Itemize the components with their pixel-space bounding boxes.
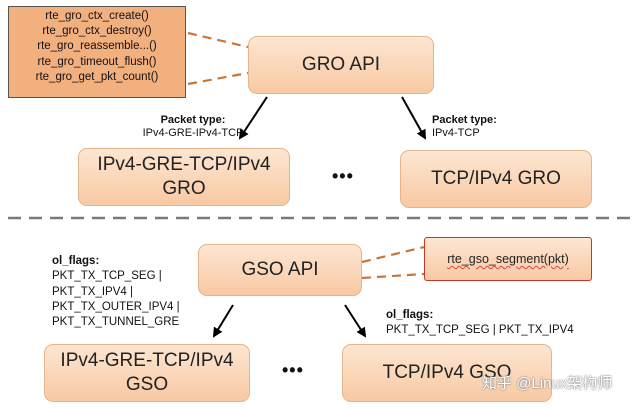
gro-function-item: rte_gro_ctx_destroy() <box>42 25 152 38</box>
flags-label: ol_flags: <box>386 309 434 321</box>
gro-right-box: TCP/IPv4 GRO <box>400 150 592 208</box>
gso-right-box: TCP/IPv4 GSO <box>342 344 552 402</box>
gro-function-item: rte_gro_get_pkt_count() <box>35 70 159 83</box>
flags-line: PKT_TX_TCP_SEG | <box>52 270 162 283</box>
flags-line: PKT_TX_OUTER_IPV4 | <box>52 300 180 313</box>
gso-connector-top <box>361 245 425 264</box>
gso-arrow-right <box>344 304 367 338</box>
gso-left-flags: ol_flags: PKT_TX_TCP_SEG | PKT_TX_IPV4 |… <box>52 254 180 330</box>
gro-connector-top <box>187 31 249 49</box>
flags-line: PKT_TX_TUNNEL_GRE <box>52 316 180 329</box>
flags-label: ol_flags: <box>52 255 100 267</box>
gro-api-label: GRO API <box>301 54 381 75</box>
gso-right-flags: ol_flags: PKT_TX_TCP_SEG | PKT_TX_IPV4 <box>386 308 574 339</box>
gro-function-list: rte_gro_ctx_create() rte_gro_ctx_destroy… <box>8 6 186 98</box>
gso-api-label: GSO API <box>241 259 319 280</box>
gro-api-box: GRO API <box>248 36 434 94</box>
gro-left-box-line1: IPv4-GRE-TCP/IPv4 <box>97 154 271 175</box>
packet-type-value: IPv4-TCP <box>432 127 480 139</box>
gso-arrow-left <box>212 304 234 338</box>
flags-line: PKT_TX_IPV4 | <box>52 285 133 298</box>
gro-right-box-label: TCP/IPv4 GRO <box>431 168 561 189</box>
packet-type-label: Packet type: <box>160 114 226 126</box>
gso-left-box-line1: IPv4-GRE-TCP/IPv4 <box>60 350 234 371</box>
gro-connector-bottom <box>187 71 249 86</box>
packet-type-value: IPv4-GRE-IPv4-TCP <box>142 127 244 139</box>
packet-type-label: Packet type: <box>432 114 497 126</box>
gro-function-item: rte_gro_ctx_create() <box>45 10 149 22</box>
watermark: 知乎 @Linux架构师 <box>482 375 613 392</box>
gro-right-packet-type: Packet type: IPv4-TCP <box>432 114 497 140</box>
gro-left-box: IPv4-GRE-TCP/IPv4 GRO <box>78 148 290 206</box>
gro-ellipsis: ••• <box>332 166 354 186</box>
gro-left-packet-type: Packet type: IPv4-GRE-IPv4-TCP <box>138 114 248 140</box>
gro-function-item: rte_gro_timeout_flush() <box>37 55 157 68</box>
gso-connector-bottom <box>361 272 425 280</box>
gso-function-box: rte_gso_segment(pkt) <box>424 237 592 281</box>
gso-left-box: IPv4-GRE-TCP/IPv4 GSO <box>44 344 250 402</box>
gso-left-box-line2: GSO <box>125 374 169 395</box>
flags-line: PKT_TX_TCP_SEG | PKT_TX_IPV4 <box>386 324 574 337</box>
gro-left-box-line2: GRO <box>162 178 206 199</box>
gro-arrow-right <box>401 96 426 140</box>
gro-arrow-left <box>238 96 268 140</box>
gso-function-label: rte_gso_segment(pkt) <box>447 252 569 266</box>
gso-right-box-label: TCP/IPv4 GSO <box>382 362 512 383</box>
gro-function-item: rte_gro_reassemble...() <box>37 40 157 53</box>
gso-ellipsis: ••• <box>282 360 304 380</box>
gso-api-box: GSO API <box>198 244 362 296</box>
